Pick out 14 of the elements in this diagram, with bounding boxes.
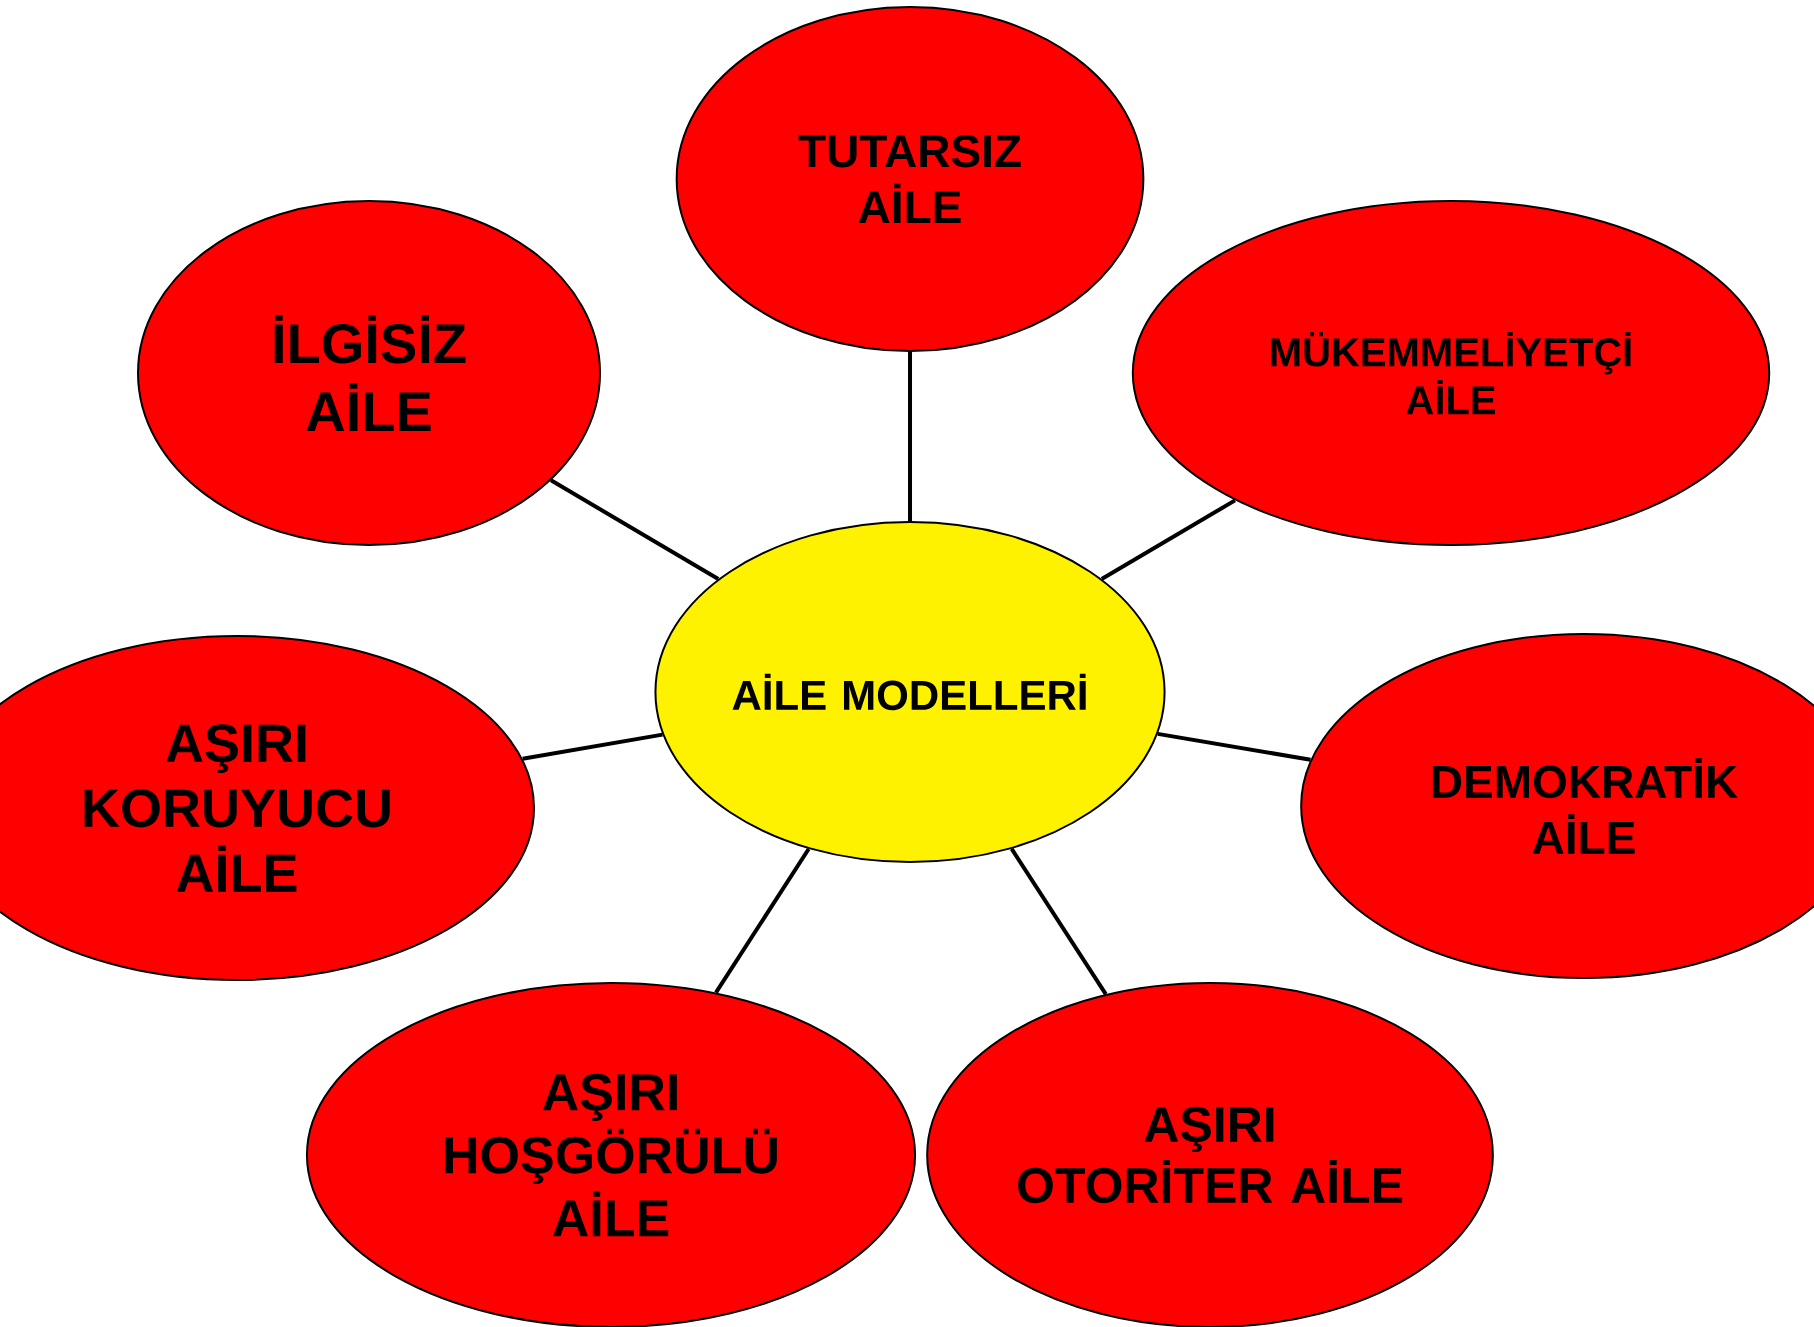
ellipse-node: TUTARSIZ AİLE [675, 6, 1145, 352]
connector-line [522, 732, 663, 761]
connector-line [1157, 731, 1311, 762]
connector-line [908, 352, 912, 521]
ellipse-node: AİLE MODELLERİ [654, 521, 1166, 863]
connector-line [1010, 847, 1108, 996]
ellipse-node: DEMOKRATİK AİLE [1300, 633, 1814, 979]
connector-line [1100, 498, 1237, 581]
ellipse-node: İLGİSİZ AİLE [137, 200, 601, 546]
ellipse-node: AŞIRI HOŞGÖRÜLÜ AİLE [305, 982, 917, 1327]
ellipse-node: MÜKEMMELİYETÇİ AİLE [1131, 200, 1771, 546]
connector-line [714, 847, 811, 994]
connector-line [549, 478, 720, 581]
ellipse-node: AŞIRI OTORİTER AİLE [926, 982, 1494, 1327]
